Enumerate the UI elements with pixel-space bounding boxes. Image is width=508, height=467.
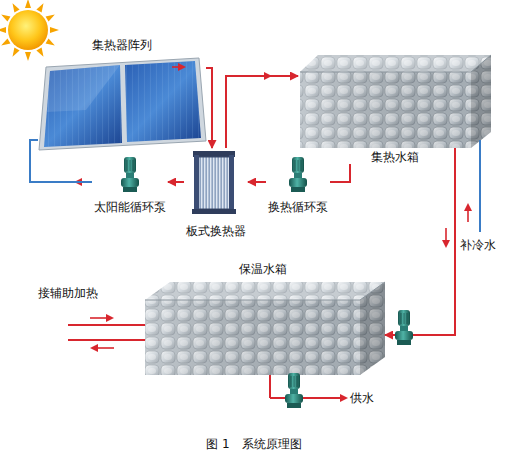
- collecting-tank: [300, 55, 491, 72]
- storage-tank: [145, 282, 385, 300]
- storage-tank: [145, 282, 385, 375]
- storage-tank: [360, 282, 385, 375]
- pump-symbol: [121, 157, 139, 192]
- pipe-connector: [168, 181, 184, 183]
- pump-symbol: [395, 310, 413, 345]
- collector-array: 集热器阵列: [38, 38, 206, 153]
- pipe-work: [68, 339, 145, 341]
- collector-panels: [44, 65, 122, 147]
- pipe-connector: [248, 181, 266, 183]
- collecting-tank: [300, 72, 471, 148]
- pipe-connector: [30, 140, 92, 182]
- sun-icon: [0, 12, 10, 22]
- collecting-tank: [300, 55, 491, 72]
- sun-icon: [36, 2, 46, 13]
- sun-icon: [10, 48, 20, 59]
- pipe-connector: [330, 164, 350, 182]
- collecting-tank: [300, 55, 491, 148]
- sun-icon: [10, 2, 20, 13]
- flow-arrow: [92, 347, 114, 349]
- collector-panels: [125, 61, 201, 142]
- storage-tank: [145, 282, 385, 300]
- pipe-work: [68, 324, 145, 326]
- exchange-pump: 换热循环泵: [266, 164, 330, 214]
- pipe-work: [270, 397, 346, 399]
- sun-icon: [25, 52, 31, 61]
- storage-tank: [145, 300, 360, 375]
- sun-icon: [25, 0, 31, 8]
- collecting-tank: [300, 72, 471, 148]
- plate-heat-exchanger: [193, 151, 235, 157]
- plate-heat-exchanger: [194, 155, 199, 213]
- collector-panels: [39, 58, 206, 150]
- storage-tank: [145, 300, 360, 375]
- sun-icon: [0, 38, 10, 48]
- collector-panels: [44, 65, 122, 147]
- flow-arrow: [76, 67, 468, 348]
- plate-heat-exchanger: [192, 151, 236, 214]
- storage-tank: [360, 282, 385, 375]
- flow-arrow: [172, 66, 184, 68]
- collector-tank: 集热水箱: [298, 52, 492, 164]
- sun-icon: [50, 27, 59, 33]
- plate-heat-exchanger: [192, 209, 236, 214]
- node-label: 太阳能循环泵: [94, 200, 166, 214]
- sun-icon: [36, 48, 46, 59]
- figure-caption: 图 1 系统原理图: [0, 437, 508, 451]
- sun-icon: [8, 10, 48, 50]
- annotation-label: 补冷水: [460, 238, 496, 252]
- pump-symbol: [285, 373, 303, 408]
- collector-panels: [39, 58, 206, 150]
- pipe-connector: [226, 76, 298, 148]
- pipe-work: [454, 148, 456, 165]
- pump-symbol: [289, 157, 307, 192]
- node-label: 集热器阵列: [92, 38, 152, 52]
- plate-heat-exchanger: [229, 155, 234, 213]
- annotation-label: 供水: [350, 391, 374, 405]
- solar-pump: 太阳能循环泵: [92, 158, 168, 214]
- pipe-work: [479, 140, 481, 232]
- node-label: 板式换热器: [186, 224, 246, 238]
- storage-tank-box: 保温水箱: [140, 262, 385, 380]
- node-label: 保温水箱: [239, 262, 287, 276]
- annotation-label: 接辅助加热: [38, 286, 98, 300]
- sun-icon: [0, 27, 6, 33]
- flow-arrow: [445, 228, 447, 246]
- sun-icon: [46, 12, 57, 22]
- node-label: 换热循环泵: [268, 200, 328, 214]
- sun-icon: [46, 38, 57, 48]
- flow-arrow: [467, 205, 469, 222]
- storage-tank: [145, 282, 385, 300]
- flow-arrow: [90, 317, 112, 319]
- node-label: 集热水箱: [371, 150, 419, 164]
- heat-exchanger: 板式换热器: [184, 148, 248, 238]
- pipe-work: [269, 375, 271, 398]
- sun-icon: [0, 0, 59, 61]
- pipe-connector: [385, 164, 455, 335]
- collector-panels: [125, 61, 201, 142]
- collector-panels: [47, 65, 120, 112]
- plate-heat-exchanger: [197, 157, 231, 209]
- collecting-tank: [300, 55, 491, 72]
- pipe-connector: [206, 68, 212, 148]
- pipe-work: [68, 140, 480, 398]
